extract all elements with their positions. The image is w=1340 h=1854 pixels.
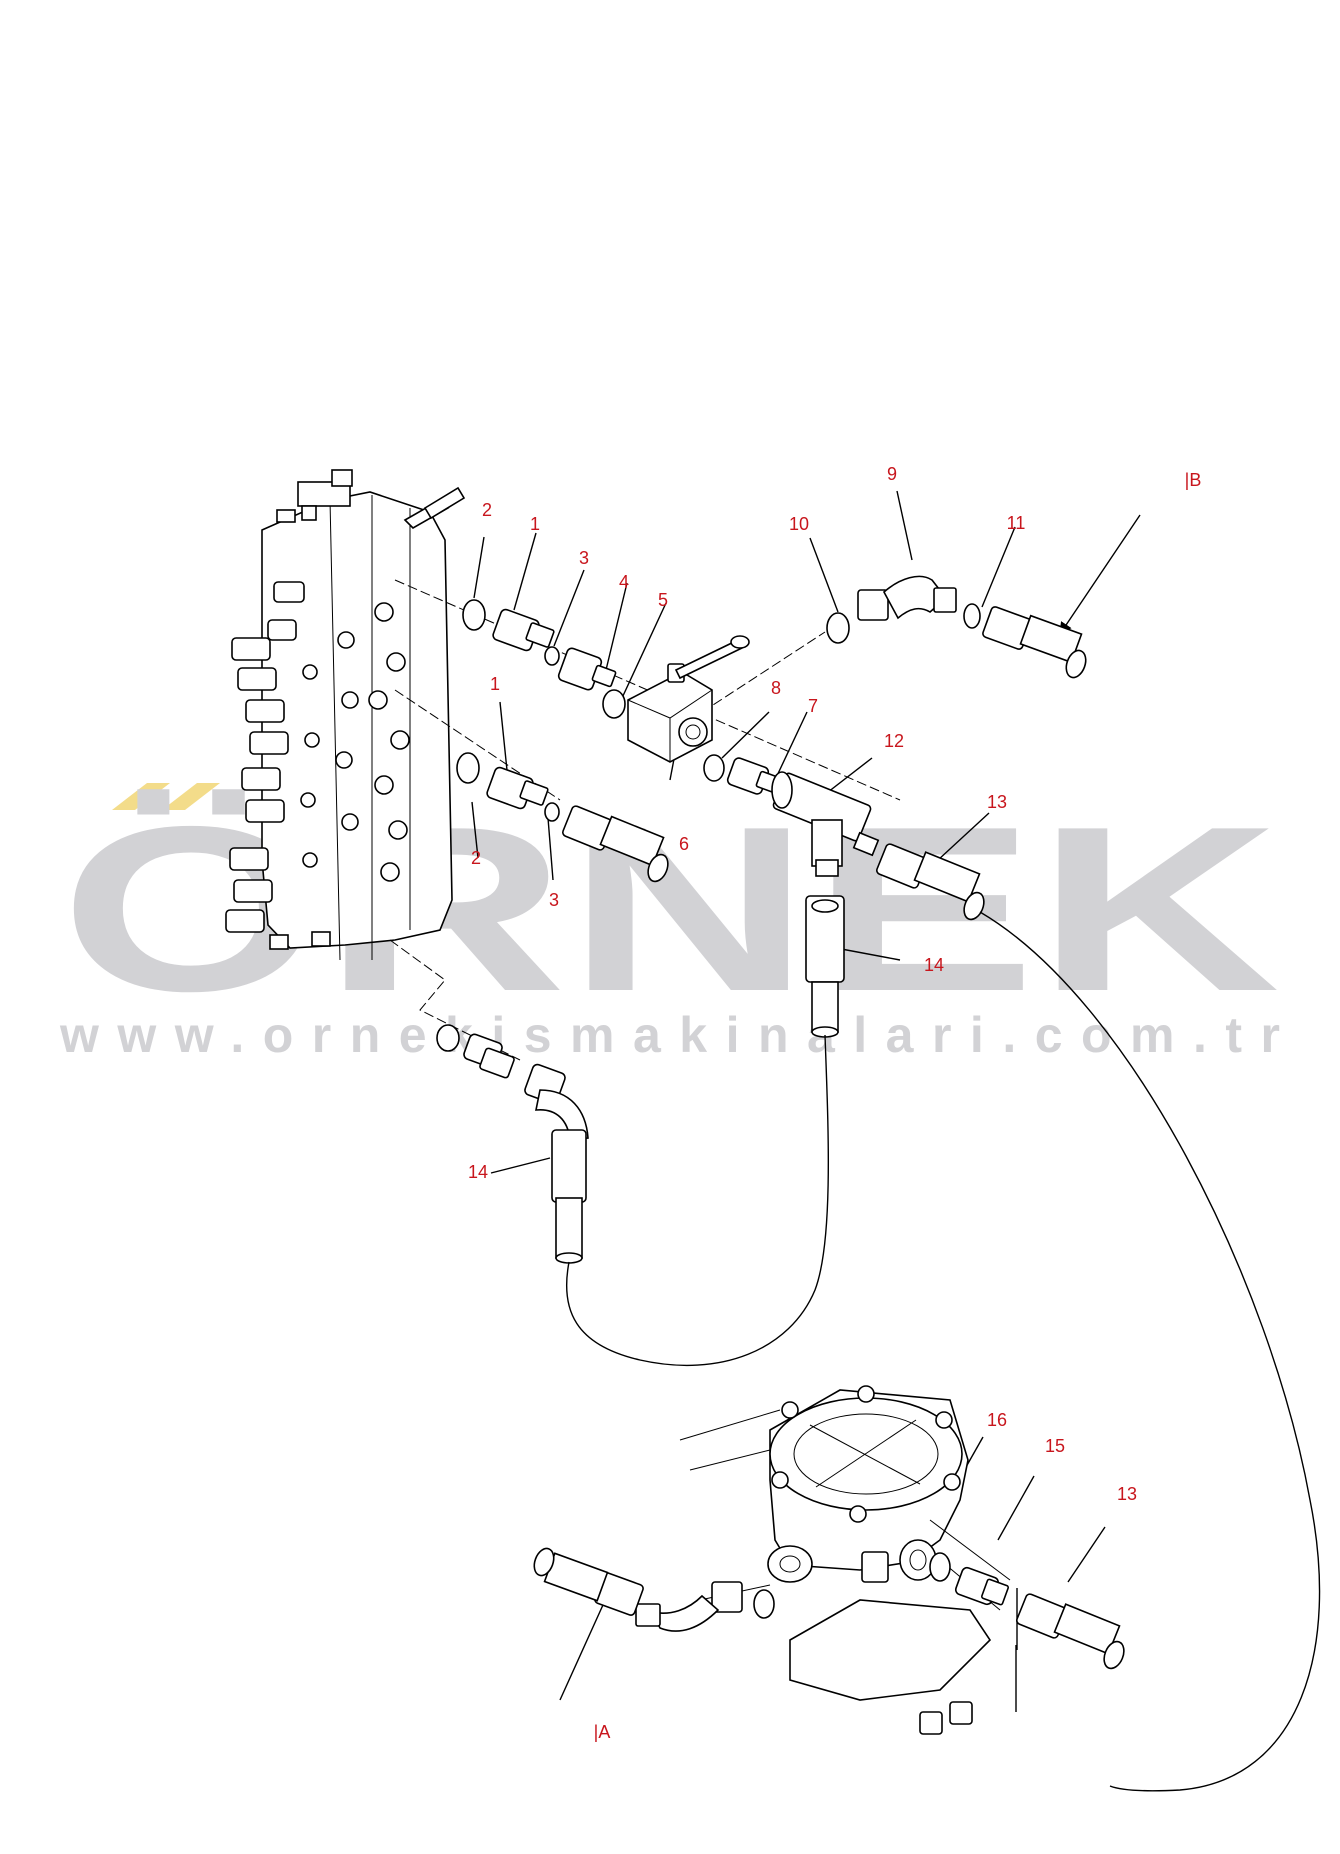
o-ring-11 — [963, 603, 981, 629]
pump-assembly — [533, 1385, 1125, 1735]
reference-b-label: |B — [1185, 470, 1202, 490]
callout-8: 8 — [771, 678, 781, 698]
hose-end-13-lower — [1016, 1593, 1125, 1670]
callout-13-upper: 13 — [987, 792, 1007, 812]
valve-spool-caps-left — [225, 581, 305, 933]
callout-14-lower: 14 — [468, 1162, 488, 1182]
elbow-lower-left — [635, 1581, 743, 1632]
callout-6: 6 — [679, 834, 689, 854]
valve-body — [261, 491, 453, 949]
valve-ports — [269, 602, 410, 950]
hose-end-13-upper — [876, 843, 985, 921]
hose-14 — [565, 1034, 830, 1367]
callout-15: 15 — [1045, 1436, 1065, 1456]
o-ring-3-upper — [544, 646, 560, 666]
callout-1-lower: 1 — [490, 674, 500, 694]
callout-13-lower: 13 — [1117, 1484, 1137, 1504]
o-ring-3-lower — [544, 802, 560, 822]
pump-flange — [769, 1385, 963, 1523]
callout-11: 11 — [1007, 513, 1026, 533]
watermark-accent-right — [162, 783, 220, 810]
middle-fittings — [456, 752, 669, 883]
callout-9: 9 — [887, 464, 897, 484]
callout-2-upper: 2 — [482, 500, 492, 520]
callout-10: 10 — [789, 514, 809, 534]
control-valve-assembly — [225, 469, 466, 961]
hose-end-b — [982, 606, 1087, 679]
pump-port-left — [767, 1545, 813, 1583]
adapter-1-upper — [492, 608, 555, 652]
o-ring-5 — [602, 689, 626, 719]
callout-14-upper: 14 — [924, 955, 944, 975]
hose-end-middle — [562, 805, 669, 883]
callout-3-lower: 3 — [549, 890, 559, 910]
watermark-accent-left — [112, 783, 170, 810]
callout-1-upper: 1 — [530, 514, 540, 534]
adapter-1-lower — [486, 766, 549, 810]
watermark-brand: ÖRNEK — [60, 777, 1280, 1040]
callout-7: 7 — [808, 696, 818, 716]
elbow-14-lower — [535, 1089, 589, 1141]
callout-3-upper: 3 — [579, 548, 589, 568]
reference-a-label: |A — [594, 1722, 611, 1742]
callout-5: 5 — [658, 590, 668, 610]
callout-labels: 2 1 3 4 5 1 2 3 6 8 7 9 10 11 12 13 14 1… — [468, 464, 1201, 1742]
callout-16: 16 — [987, 1410, 1007, 1430]
o-ring-16 — [929, 1552, 951, 1582]
callout-2-lower: 2 — [471, 848, 481, 868]
lower-left-fittings — [436, 1024, 589, 1264]
o-ring-2-lower — [456, 752, 480, 784]
hose-end-a — [533, 1547, 644, 1616]
hose-end-14-upper — [805, 895, 845, 1038]
hose-end-14-lower — [551, 1129, 587, 1203]
adapter-7 — [726, 757, 781, 795]
hoses — [565, 911, 1321, 1792]
hose-13 — [979, 911, 1321, 1792]
nut-4 — [557, 647, 617, 691]
callout-12: 12 — [884, 731, 904, 751]
elbow-9 — [857, 575, 957, 621]
o-ring-8 — [703, 754, 725, 782]
callout-4: 4 — [619, 572, 629, 592]
reference-arrow-b — [1059, 514, 1141, 636]
tee-12 — [771, 771, 880, 877]
adapter-15 — [954, 1566, 1009, 1606]
ball-valve-6 — [627, 635, 750, 763]
upper-fittings — [462, 575, 1087, 1038]
o-ring-10 — [826, 612, 850, 644]
o-ring-2-upper — [462, 599, 486, 631]
